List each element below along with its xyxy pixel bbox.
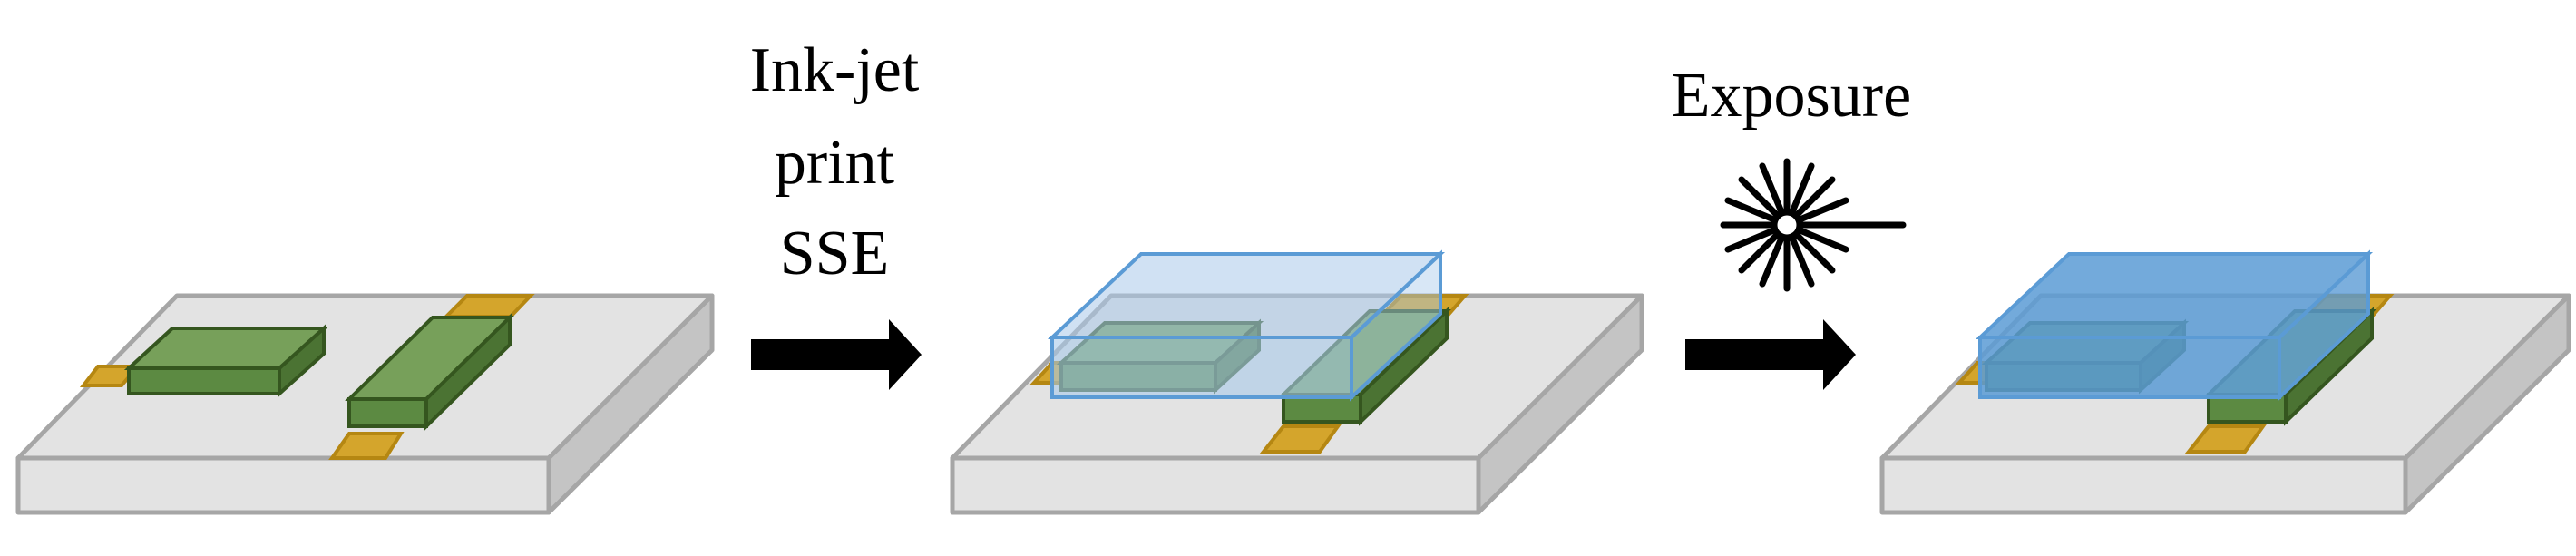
panel-initial-device <box>15 293 715 515</box>
step-exposure: Exposure <box>1672 61 1911 390</box>
panel-cured-sse <box>1879 249 2571 515</box>
step1-label-line1: Ink-jet <box>750 35 920 105</box>
step-inkjet-print: Ink-jet print SSE <box>750 35 922 390</box>
panel-printed-sse <box>950 249 1644 515</box>
right-arrow-icon <box>1685 319 1856 390</box>
printed-sse-layer <box>1047 249 1446 402</box>
electrode-bottom <box>2184 424 2267 454</box>
step1-label-line2: print <box>775 128 895 198</box>
right-arrow-icon <box>751 319 922 390</box>
electrode-left <box>79 365 142 387</box>
electrode-bottom <box>328 432 405 460</box>
active-element-right <box>345 313 514 431</box>
cured-sse-layer <box>1975 249 2374 402</box>
light-burst-icon <box>1720 158 1907 292</box>
active-element-left <box>123 324 329 398</box>
step1-label-line3: SSE <box>780 219 890 288</box>
step2-label: Exposure <box>1672 61 1911 131</box>
electrode-bottom <box>1259 424 1342 454</box>
